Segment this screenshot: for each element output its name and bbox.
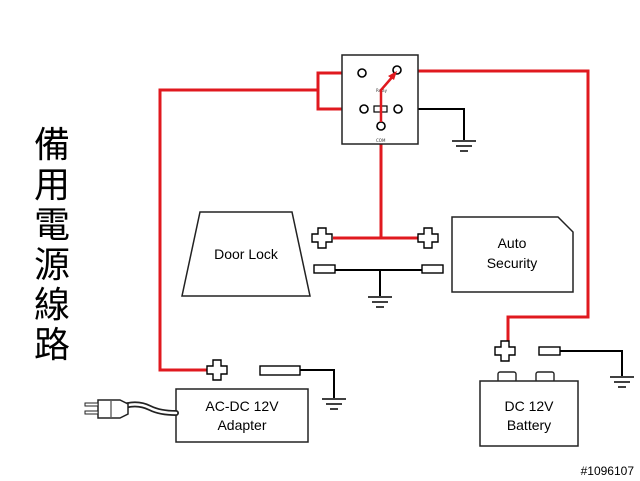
minus-terminal-battery [538, 346, 561, 356]
minus-terminal-adapter [259, 365, 301, 376]
ground-symbol-lock [368, 296, 392, 308]
auto-security: Auto Security [451, 216, 574, 293]
auto-security-label-line1: Auto [498, 235, 527, 251]
relay-terminal-common [376, 121, 386, 131]
door-lock: Door Lock [181, 211, 311, 297]
negative-wires [300, 108, 623, 398]
battery: DC 12V Battery [479, 371, 579, 447]
title-char-3: 電 [34, 205, 70, 246]
ground-symbol-relay [452, 140, 476, 152]
relay-terminal-no [392, 65, 402, 75]
title-char-4: 源 [34, 245, 70, 286]
watermark: #1096107 [581, 464, 635, 478]
relay-terminal-coil-a [359, 104, 369, 114]
title-char-5: 線 [34, 285, 70, 326]
power-plug-icon [84, 399, 179, 419]
auto-security-body [451, 216, 574, 293]
relay-switch-arrow-icon [388, 71, 397, 80]
ground-symbol-adapter [322, 398, 346, 410]
ac-dc-adapter: AC-DC 12V Adapter [175, 388, 309, 443]
relay-terminal-nc [357, 68, 367, 78]
door-lock-label: Door Lock [214, 246, 279, 262]
battery-body [479, 380, 579, 447]
title-char-1: 備 [34, 125, 70, 166]
relay-module: Relay COM [341, 54, 419, 145]
adapter-ground-wire [300, 369, 335, 398]
title-char-6: 路 [34, 325, 70, 366]
relay-common-tiny-label: COM [376, 138, 386, 143]
battery-label-line2: Battery [507, 417, 551, 433]
adapter-body [175, 388, 309, 443]
relay-switch-arm [379, 74, 395, 122]
plus-terminal-lock [311, 227, 333, 249]
plus-terminal-security [417, 227, 439, 249]
ground-symbol-battery [610, 376, 634, 388]
relay-to-battery-positive-wire [400, 69, 590, 347]
adapter-label-line1: AC-DC 12V [205, 398, 279, 414]
relay-ground-wire [400, 108, 465, 140]
relay-to-adapter-positive-wire [158, 71, 345, 372]
battery-label-line1: DC 12V [504, 398, 554, 414]
plus-terminal-adapter [206, 359, 228, 381]
door-lock-body [181, 211, 311, 297]
adapter-label-line2: Adapter [217, 417, 266, 433]
auto-security-label-line2: Security [487, 255, 538, 271]
minus-terminal-lock [313, 264, 336, 274]
minus-terminal-security [421, 264, 444, 274]
battery-ground-wire [560, 350, 623, 376]
diagram-title: 備 用 電 源 線 路 [34, 125, 70, 366]
plus-terminal-battery [494, 340, 516, 362]
relay-terminal-coil-b [393, 104, 403, 114]
relay-to-lock-positive-wire [333, 138, 383, 240]
positive-wires [158, 69, 590, 372]
title-char-2: 用 [34, 165, 70, 206]
